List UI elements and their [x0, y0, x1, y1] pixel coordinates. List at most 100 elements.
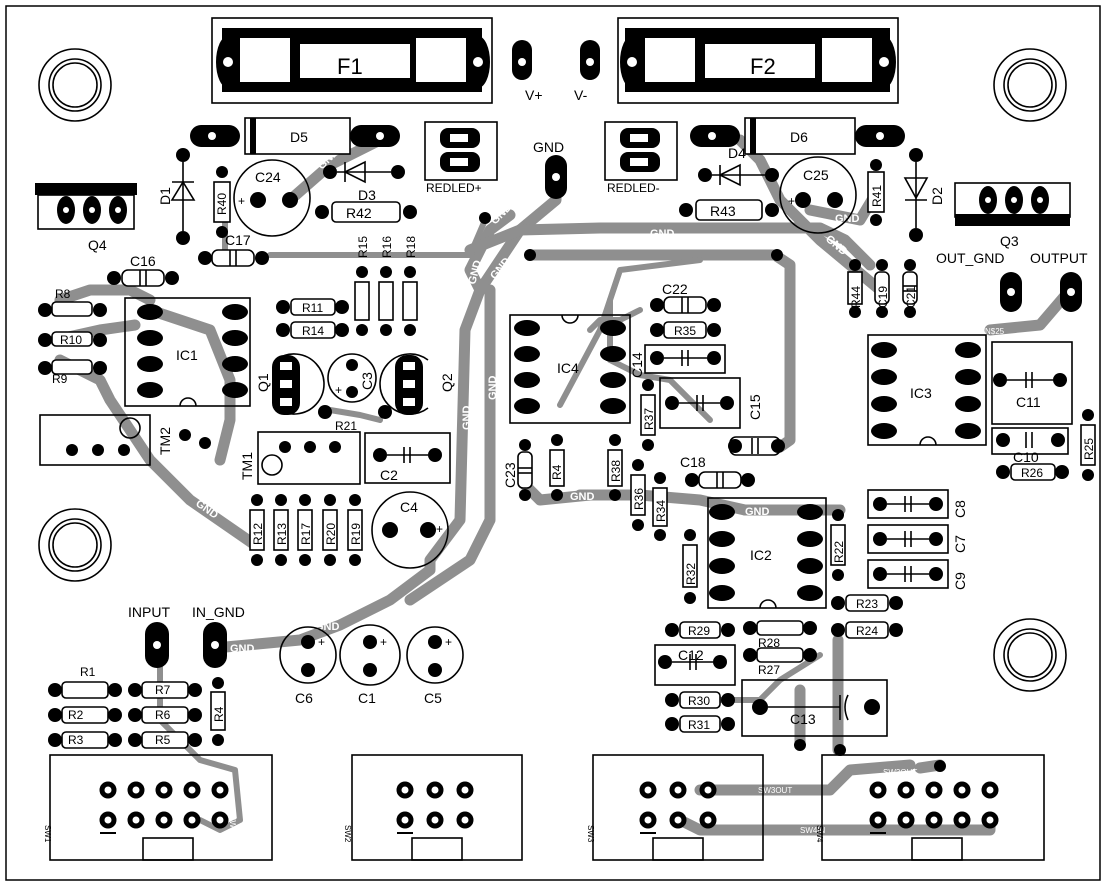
switch-sw4: SW4: [815, 754, 1045, 861]
r18-label: R18: [404, 236, 418, 258]
gnd-trace-label: GND: [745, 506, 770, 518]
c7-label: C7: [952, 535, 968, 553]
ic4: IC4: [509, 314, 631, 424]
c14-label: C14: [629, 352, 645, 378]
c18-label: C18: [680, 454, 706, 470]
capacitor-c10: C10: [991, 427, 1069, 465]
r25-label: R25: [1082, 438, 1096, 460]
r30-label: R30: [688, 694, 710, 708]
tm1-label: TM1: [239, 452, 255, 480]
mounting-holes: [38, 48, 1067, 692]
r4-label: R4: [212, 706, 226, 722]
r34-label: R34: [654, 500, 668, 522]
svg-text:+: +: [335, 383, 342, 397]
resistor-r42: R42: [315, 201, 417, 223]
gnd-trace-label: GND: [230, 643, 255, 655]
d1-label: D1: [157, 187, 173, 205]
ic4-label: IC4: [557, 360, 579, 376]
output-label: OUTPUT: [1030, 250, 1088, 266]
diode-d4: D4: [698, 145, 779, 187]
out-gnd-label: OUT_GND: [936, 250, 1004, 266]
r3-label: R3: [68, 733, 84, 747]
redled-plus-label: REDLED+: [426, 181, 482, 195]
resistor-r14: R14: [276, 321, 349, 339]
net-label: N$25: [985, 327, 1005, 336]
resistor-r22: R22: [830, 509, 846, 581]
r40-label: R40: [215, 193, 229, 215]
transistor-q3: Q3: [954, 182, 1071, 249]
resistors-r28-r27: R28 R27: [743, 620, 817, 677]
diode-d3: D3: [323, 160, 405, 203]
gnd-trace-label: GND: [315, 621, 340, 633]
c2-label: C2: [380, 467, 398, 483]
capacitor-unlabeled: [728, 436, 785, 456]
redled-minus-label: REDLED-: [607, 181, 660, 195]
c3-label: C3: [359, 372, 375, 390]
resistor-r21: R21: [318, 405, 392, 433]
svg-text:+: +: [380, 635, 387, 649]
c4-label: C4: [400, 499, 418, 515]
r23-label: R23: [856, 597, 878, 611]
sw2-label: SW2: [343, 825, 352, 843]
resistor-r37: R37: [640, 379, 656, 451]
ic1: IC1: [124, 297, 251, 407]
c13-label: C13: [790, 711, 816, 727]
r9-label: R9: [52, 372, 68, 386]
c23-label: C23: [502, 462, 518, 488]
r16-label: R16: [380, 236, 394, 258]
resistor-r4x: R4: [549, 434, 565, 501]
c12-label: C12: [678, 647, 704, 663]
ic1-label: IC1: [176, 347, 198, 363]
r5-label: R5: [155, 733, 171, 747]
capacitor-c15: C15: [659, 377, 763, 429]
vias: [179, 212, 946, 772]
transistor-q1: Q1: [255, 353, 325, 415]
gnd-trace-label: GND: [487, 376, 499, 401]
gnd-trace-label: GND: [461, 406, 473, 431]
net-label: N$22: [580, 461, 600, 470]
resistor-r41: R41: [867, 159, 885, 226]
resistor-r34: R34: [652, 472, 668, 541]
resistor-r40: R40: [213, 166, 231, 238]
capacitor-c24: + C24: [233, 159, 311, 237]
q1-label: Q1: [255, 373, 271, 392]
resistor-r25: R25: [1080, 409, 1096, 481]
capacitor-c16: C16: [107, 253, 179, 287]
vplus-label: V+: [525, 87, 543, 103]
fuse-f1-label: F1: [337, 54, 363, 79]
r15-label: R15: [356, 236, 370, 258]
r29-label: R29: [688, 624, 710, 638]
capacitor-c14: C14: [629, 344, 726, 378]
in-gnd-label: IN_GND: [192, 604, 245, 620]
gnd-trace-label: GND: [570, 491, 595, 503]
resistor-r29: R29: [665, 621, 735, 639]
gnd-pad-top: GND: [533, 139, 567, 199]
fuse-f2: F2: [617, 17, 899, 104]
resistor-r11: R11: [276, 298, 349, 316]
q2-label: Q2: [439, 373, 455, 392]
r35-label: R35: [674, 324, 696, 338]
r24-label: R24: [856, 624, 878, 638]
svg-text:+: +: [318, 635, 325, 649]
r22-label: R22: [832, 541, 846, 563]
resistor-group-r12-r19: R12 R13 R17 R20 R19: [249, 494, 363, 566]
transistor-q2: Q2: [379, 353, 455, 415]
c10-label: C10: [1013, 449, 1039, 465]
d2-label: D2: [929, 187, 945, 205]
ic2-label: IC2: [750, 547, 772, 563]
diode-d5: D5: [190, 117, 400, 155]
r26-label: R26: [1021, 466, 1043, 480]
resistor-r23: R23: [831, 594, 903, 612]
fuse-f2-label: F2: [750, 54, 776, 79]
svg-text:+: +: [436, 522, 443, 536]
c5-label: C5: [424, 690, 442, 706]
r19-label: R19: [349, 523, 363, 545]
resistor-group-r15-r16-r18: R15 R16 R18: [354, 236, 418, 336]
resistor-r24: R24: [831, 621, 903, 639]
trimmer-tm1: TM1: [239, 431, 361, 485]
output-pads: OUT_GND OUTPUT: [936, 250, 1088, 312]
r7-label: R7: [155, 683, 171, 697]
net-label: SW3OUT: [883, 768, 917, 777]
net-label: N$19: [855, 571, 875, 580]
capacitor-c3: + C3: [327, 353, 377, 403]
